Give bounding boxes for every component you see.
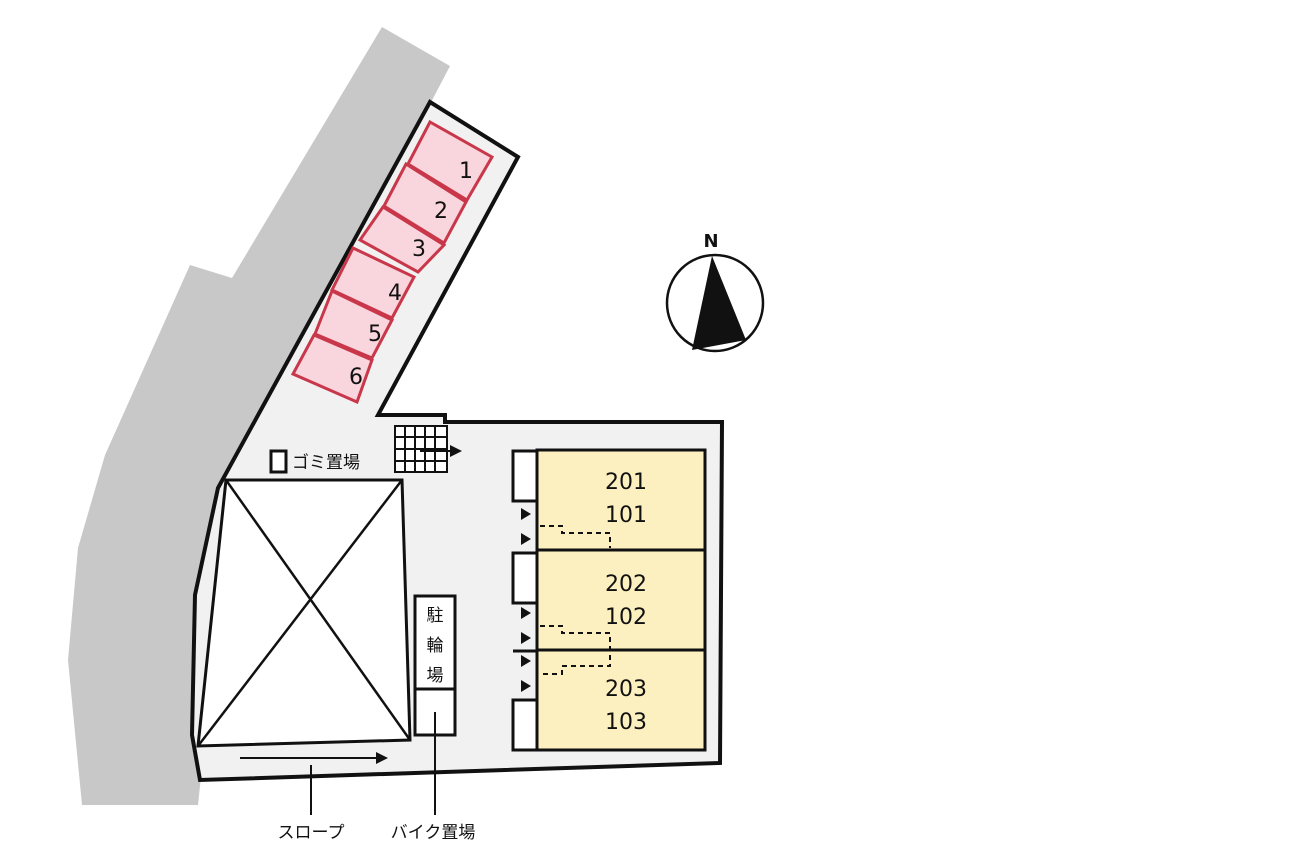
room-number: 102 xyxy=(605,605,647,630)
unit-block[interactable] xyxy=(535,448,707,552)
stairs xyxy=(394,425,462,473)
slope-arrow xyxy=(240,752,388,764)
entrance-box xyxy=(511,551,539,605)
unit-block[interactable] xyxy=(535,548,707,652)
room-number: 202 xyxy=(605,572,647,597)
entry-marker-icon xyxy=(521,632,531,644)
dashed-partition xyxy=(540,625,611,675)
room-number: 103 xyxy=(605,710,647,735)
parking-space[interactable] xyxy=(290,333,374,405)
entry-marker-icon xyxy=(521,607,531,619)
bicycle-parking: 駐 輪 場 xyxy=(413,594,457,737)
parking-number: 4 xyxy=(388,281,402,306)
entrance-box xyxy=(511,449,539,503)
bike-parking-label: バイク置場 xyxy=(391,823,476,843)
parking-space[interactable] xyxy=(329,246,417,320)
garbage-label: ゴミ置場 xyxy=(292,452,360,473)
slope-label: スロープ xyxy=(278,823,345,843)
bicycle-label-char: 輪 xyxy=(427,636,444,656)
parking-area: 1 2 3 4 5 6 xyxy=(290,119,495,405)
entry-marker-icon xyxy=(521,680,531,692)
parking-number: 1 xyxy=(459,159,473,184)
compass: N xyxy=(665,231,765,353)
bicycle-label-char: 駐 xyxy=(427,606,444,626)
entry-marker-icon xyxy=(521,508,531,520)
entry-marker-icon xyxy=(521,533,531,545)
crossed-structure xyxy=(196,478,412,748)
parking-number: 5 xyxy=(368,322,382,347)
parking-space[interactable] xyxy=(382,161,468,246)
room-number: 101 xyxy=(605,503,647,528)
room-number: 201 xyxy=(605,470,647,495)
parking-number: 2 xyxy=(434,199,448,224)
parking-number: 6 xyxy=(349,365,363,390)
apartment-building: 201 101 202 102 203 103 xyxy=(511,448,707,752)
north-arrow-icon xyxy=(692,256,746,350)
north-label: N xyxy=(703,231,718,252)
parking-space[interactable] xyxy=(357,204,447,274)
entrance-box xyxy=(511,698,539,752)
stairs-arrow-icon xyxy=(450,445,462,457)
parking-space[interactable] xyxy=(406,119,495,203)
dashed-partition xyxy=(540,525,611,548)
bicycle-label-char: 場 xyxy=(427,666,444,686)
room-number: 203 xyxy=(605,677,647,702)
garbage-box-icon xyxy=(269,449,288,474)
parking-space[interactable] xyxy=(313,288,395,360)
slope-arrow-icon xyxy=(376,752,388,764)
entry-marker-icon xyxy=(521,655,531,667)
parking-number: 3 xyxy=(412,237,426,262)
